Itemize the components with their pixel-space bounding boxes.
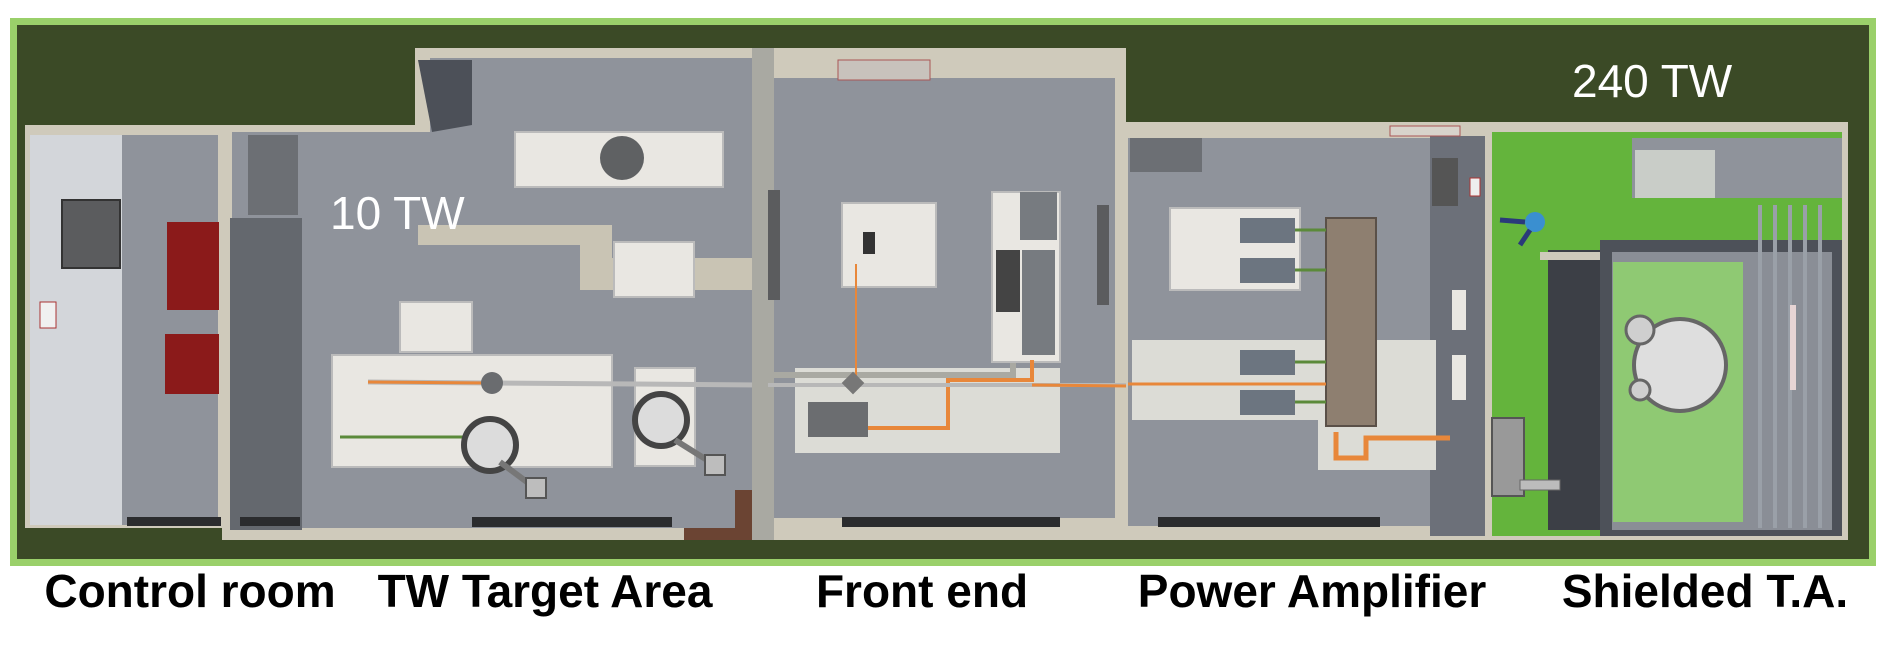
- shield-wall: [1540, 252, 1600, 260]
- shield-wall: [1635, 150, 1715, 198]
- floor-vent: [472, 517, 672, 527]
- optical-table: [841, 202, 937, 288]
- room-label-shielded-ta: Shielded T.A.: [1561, 565, 1849, 617]
- front-end-room: [752, 48, 1129, 540]
- wall-cabinet: [1097, 205, 1109, 305]
- power-supply: [1022, 250, 1055, 355]
- control-monitor: [61, 199, 121, 269]
- person-icon: [1499, 212, 1545, 247]
- target-chamber: [632, 391, 690, 449]
- amplifier-module: [1240, 390, 1295, 415]
- floor-vent: [127, 517, 221, 526]
- amplifier-module: [1240, 350, 1295, 375]
- floor-vent: [240, 517, 300, 526]
- compressor: [481, 372, 503, 394]
- detector: [525, 477, 547, 499]
- floor-vent: [1158, 517, 1380, 527]
- room-label-tw-target-area: TW Target Area: [377, 565, 713, 617]
- chair: [165, 334, 219, 394]
- wall-cabinet: [1452, 355, 1466, 400]
- power-supply: [996, 250, 1020, 312]
- amplifier-rack: [1325, 217, 1377, 427]
- chamber-flange: [1624, 314, 1656, 346]
- optical-table: [613, 241, 695, 298]
- amplifier-module: [808, 402, 868, 437]
- power-label-10tw: 10 TW: [330, 187, 465, 239]
- amplifier-module: [1240, 258, 1295, 283]
- chamber-flange: [1628, 378, 1652, 402]
- room-label-control-room: Control room: [44, 565, 336, 617]
- wall-cabinet: [1432, 158, 1458, 206]
- compressor: [1491, 417, 1525, 497]
- detector: [704, 454, 726, 476]
- wall-sign: [1469, 177, 1481, 197]
- floor-plan: [10, 18, 1876, 566]
- control-room: [25, 125, 296, 528]
- control-sign: [39, 301, 57, 329]
- beam-port: [1790, 305, 1796, 390]
- ceiling-light: [1389, 125, 1461, 137]
- power-label-240tw: 240 TW: [1572, 55, 1733, 107]
- room-label-front-end: Front end: [815, 565, 1029, 617]
- room-label-power-amplifier: Power Amplifier: [1137, 565, 1487, 617]
- wall-cabinet: [1130, 138, 1202, 172]
- target-chamber: [1632, 317, 1728, 413]
- ceiling-light: [837, 59, 931, 81]
- beam-pipe: [1519, 479, 1561, 491]
- amplifier-module: [1240, 218, 1295, 243]
- power-amplifier-room: [1126, 122, 1486, 540]
- beam-mirror: [841, 371, 865, 395]
- tw-target-area: [222, 48, 761, 540]
- optical-table: [399, 301, 473, 353]
- vacuum-chamber: [600, 136, 644, 180]
- power-supply: [1020, 192, 1057, 240]
- laser-oscillator: [863, 232, 875, 254]
- shielded-target-area: [1469, 122, 1848, 540]
- chair: [167, 222, 219, 310]
- target-chamber: [461, 416, 519, 474]
- wall-cabinet: [1452, 290, 1466, 330]
- wall-cabinet: [768, 190, 780, 300]
- floor-vent: [842, 517, 1060, 527]
